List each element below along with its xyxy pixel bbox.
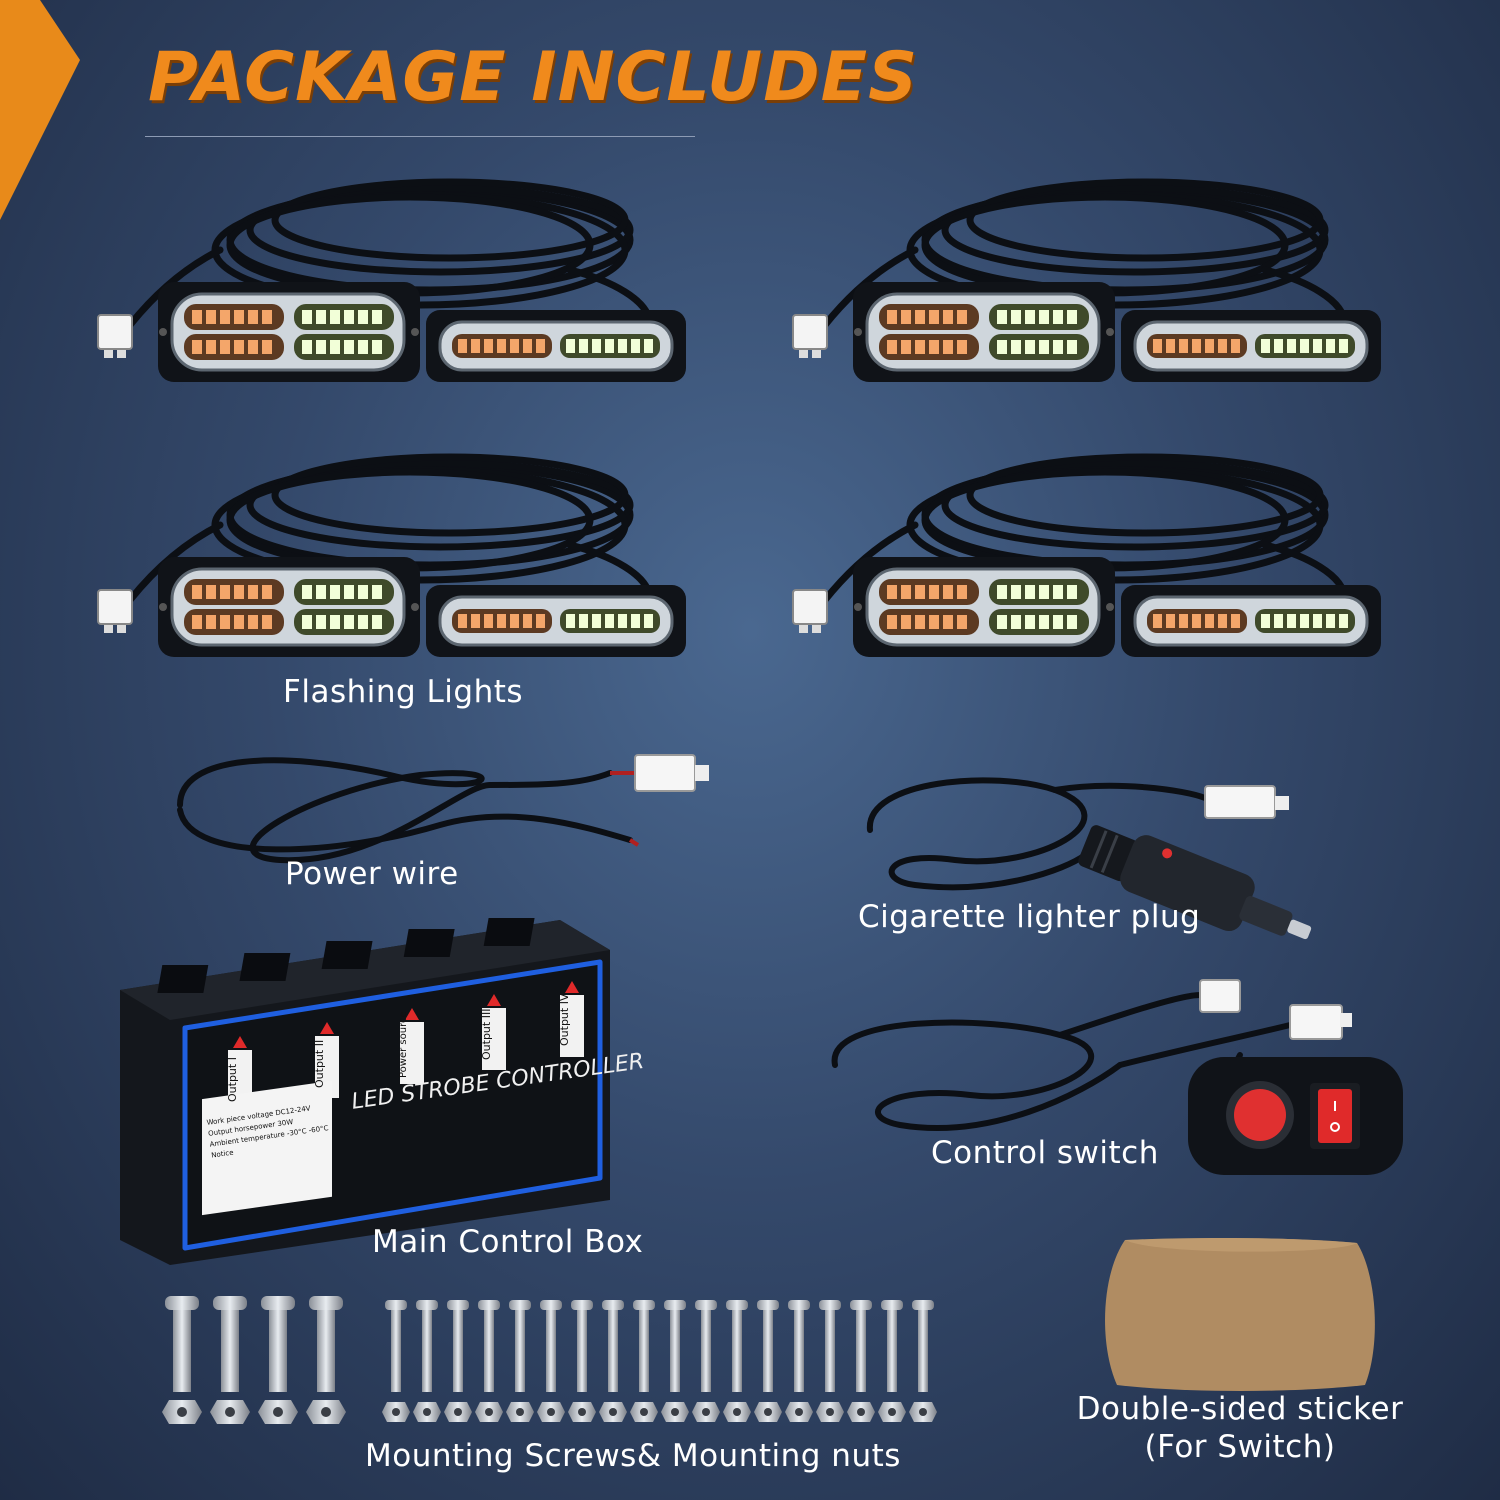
screw-icon (909, 1300, 937, 1422)
double-sided-sticker-label: Double-sided sticker (For Switch) (1060, 1390, 1420, 1466)
screw-icon (630, 1300, 658, 1422)
screw-icon (382, 1300, 410, 1422)
control-box-illustration (120, 918, 610, 1265)
main-control-box-label: Main Control Box (372, 1224, 644, 1260)
light-set-4 (793, 457, 1381, 657)
port-label-output-4: Output IV (558, 993, 571, 1046)
title-divider (145, 136, 695, 137)
port-label-output-1: Output I (226, 1057, 239, 1102)
mounting-hardware-label: Mounting Screws& Mounting nuts (365, 1438, 901, 1474)
screw-icon (413, 1300, 441, 1422)
screw-icon (785, 1300, 813, 1422)
flashing-lights-illustration (90, 150, 1410, 670)
port-label-output-2: Output II (313, 1039, 326, 1088)
screw-icon (723, 1300, 751, 1422)
power-wire-illustration (177, 754, 709, 864)
flashing-lights-label: Flashing Lights (283, 674, 524, 710)
mounting-hardware-illustration (162, 1296, 937, 1424)
screw-icon (599, 1300, 627, 1422)
screw-icon (754, 1300, 782, 1422)
light-set-2 (793, 182, 1381, 382)
screw-icon (878, 1300, 906, 1422)
screw-icon (258, 1296, 298, 1424)
control-switch-illustration (831, 979, 1403, 1175)
power-wire-label: Power wire (285, 856, 459, 892)
port-label-output-3: Output III (480, 1008, 493, 1060)
light-set-1 (98, 182, 686, 382)
cigarette-plug-label: Cigarette lighter plug (858, 899, 1201, 935)
screw-icon (661, 1300, 689, 1422)
screw-icon (692, 1300, 720, 1422)
cigarette-plug-illustration (866, 777, 1312, 940)
screw-icon (162, 1296, 202, 1424)
light-set-3 (98, 457, 686, 657)
double-sided-sticker-illustration (1105, 1238, 1375, 1391)
sticker-label-line-2: (For Switch) (1144, 1429, 1336, 1465)
page-title: PACKAGE INCLUDES (148, 38, 919, 117)
screw-icon (568, 1300, 596, 1422)
screw-icon (537, 1300, 565, 1422)
screw-icon (475, 1300, 503, 1422)
corner-accent-shape (0, 0, 80, 220)
sticker-label-line-1: Double-sided sticker (1076, 1391, 1404, 1427)
screw-icon (444, 1300, 472, 1422)
control-switch-label: Control switch (931, 1135, 1159, 1171)
port-label-power-source: Power source (398, 1011, 409, 1078)
screw-icon (816, 1300, 844, 1422)
screw-icon (506, 1300, 534, 1422)
screw-icon (210, 1296, 250, 1424)
screw-icon (306, 1296, 346, 1424)
screw-icon (847, 1300, 875, 1422)
